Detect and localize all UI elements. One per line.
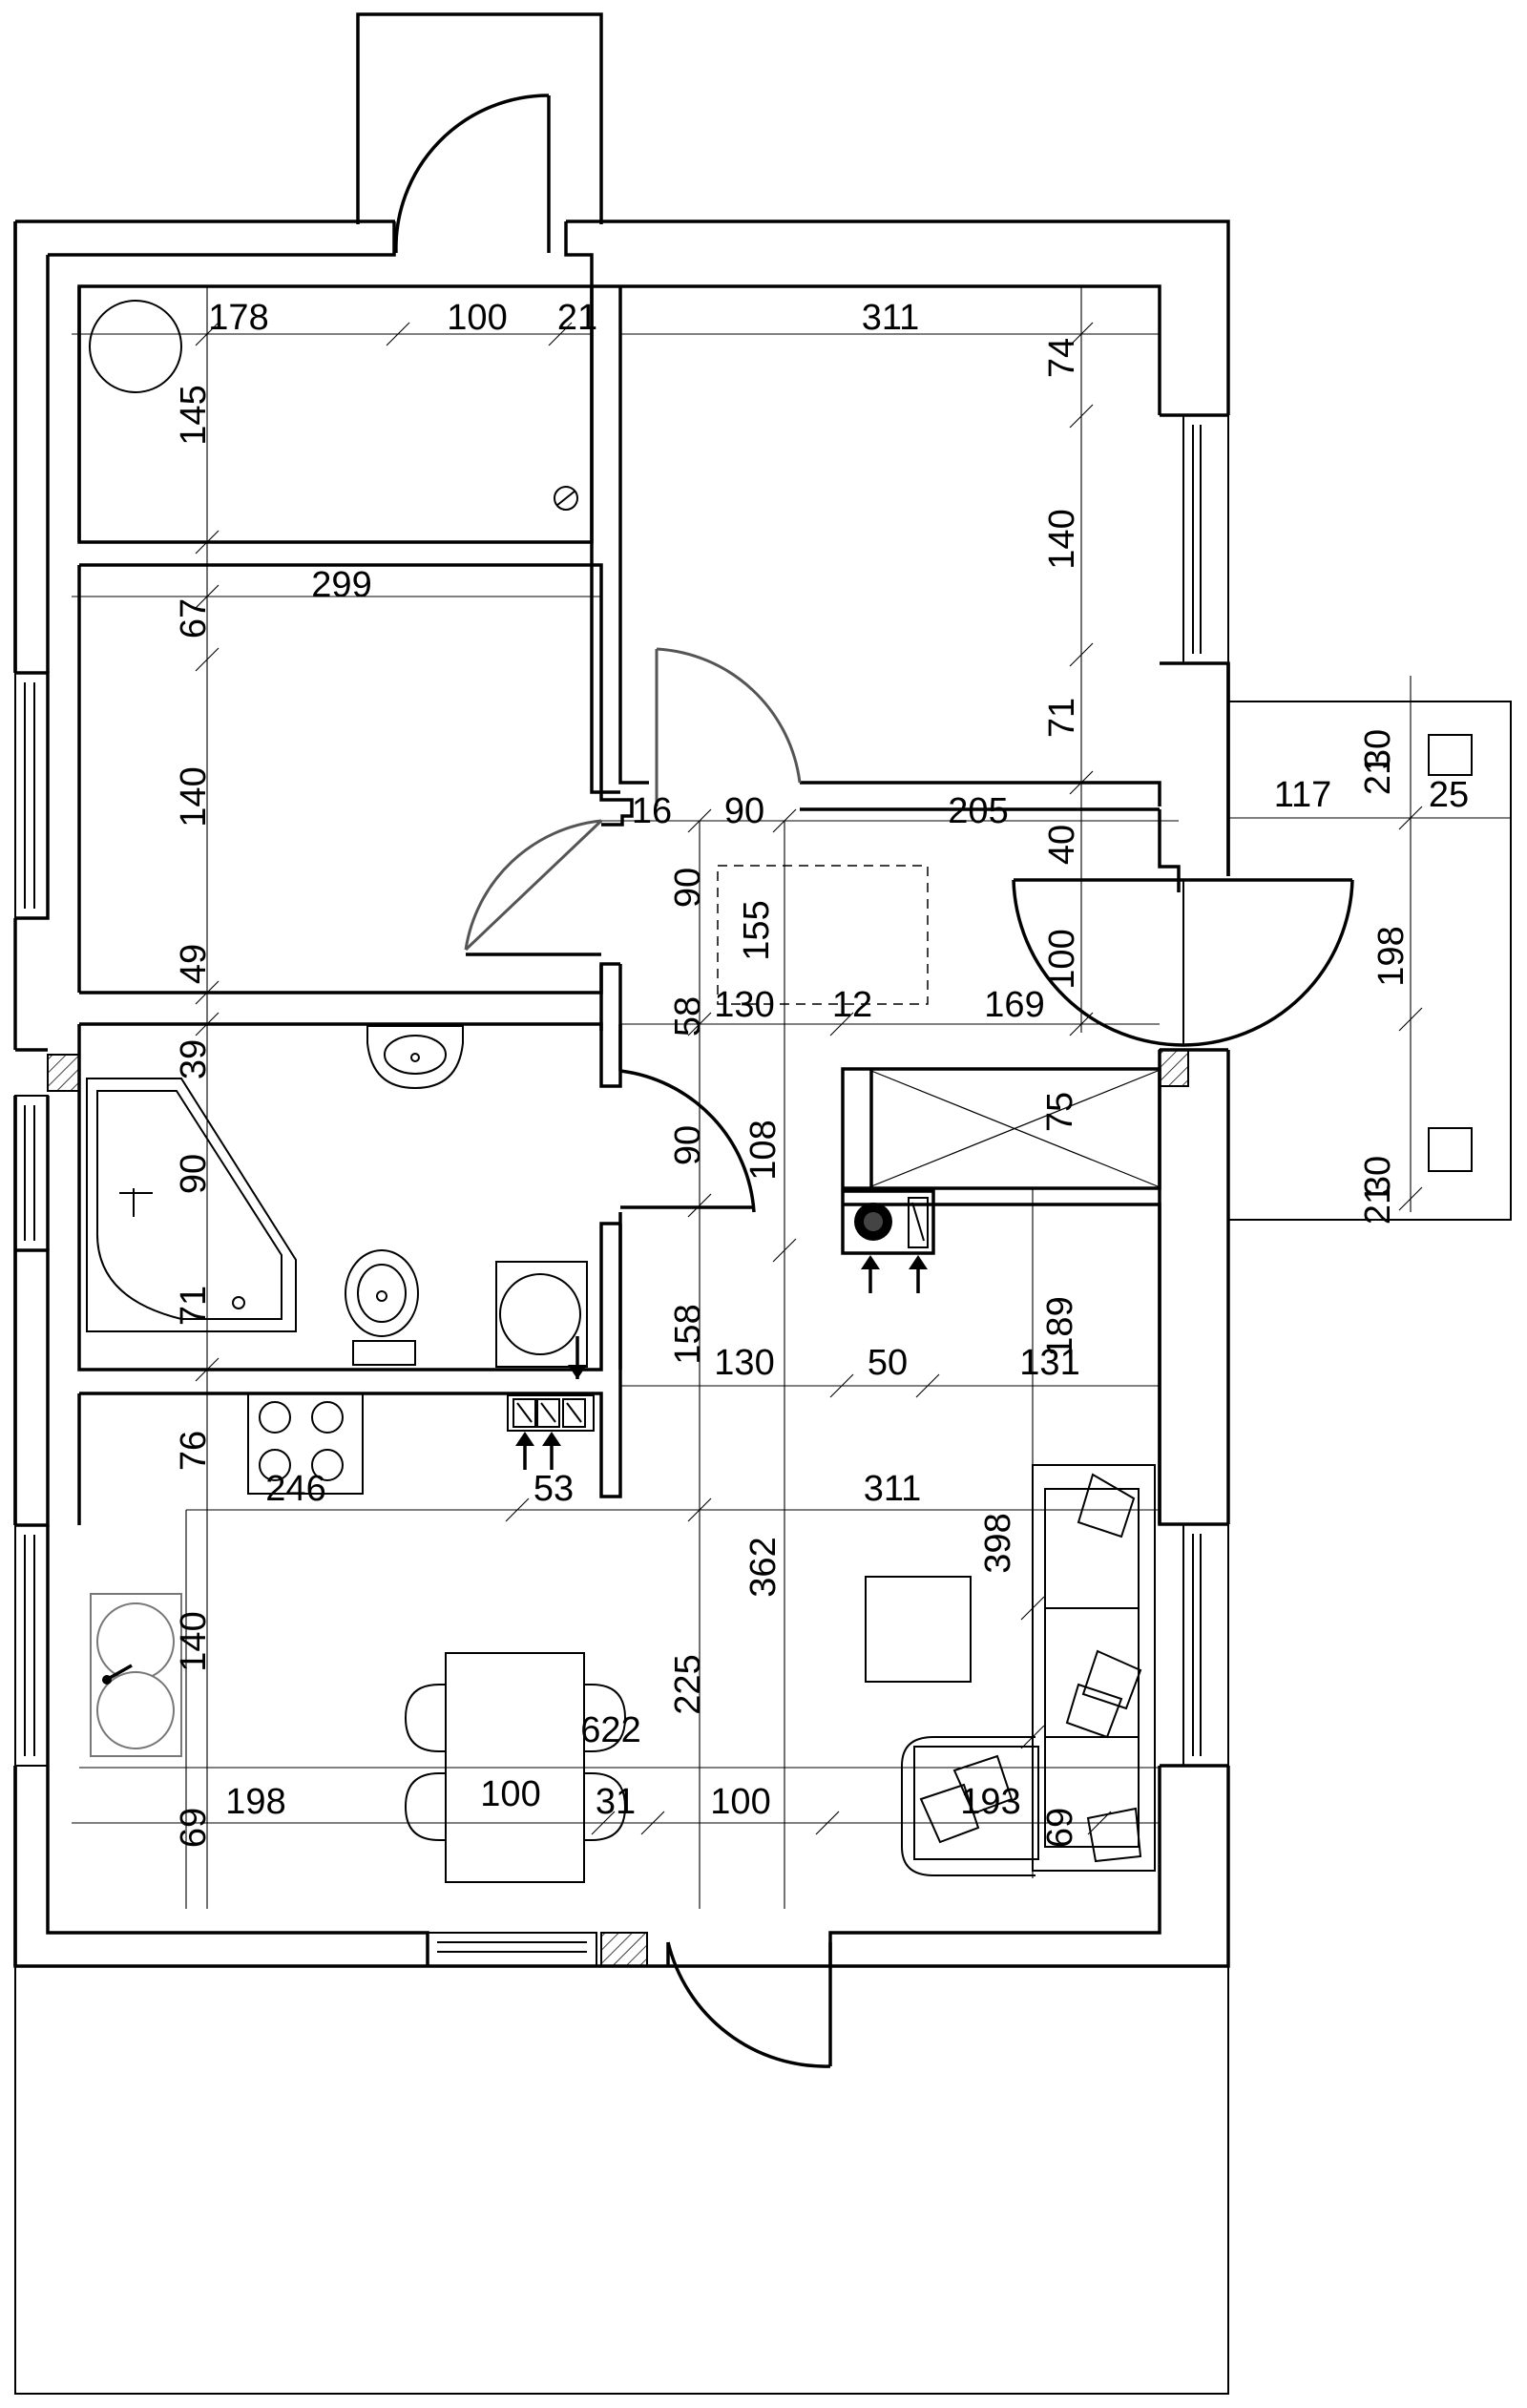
dimension-label: 108	[743, 1120, 784, 1180]
dimension-label: 71	[174, 1286, 214, 1326]
dimension-label: 69	[1040, 1808, 1080, 1848]
toilet	[345, 1249, 419, 1366]
bathtub	[86, 1078, 297, 1332]
doors	[394, 94, 1354, 2068]
dimension-label: 71	[1042, 698, 1082, 738]
door-balcony	[1012, 878, 1354, 1047]
dimension-label: 362	[743, 1537, 784, 1597]
round-fixture-top-left	[89, 300, 182, 393]
windows	[14, 414, 1229, 1967]
cooktop-small	[247, 1392, 364, 1495]
washing-machine	[495, 1261, 588, 1368]
sofa	[901, 1464, 1156, 1876]
window-bottom	[427, 1932, 597, 1967]
door-bathroom	[619, 1069, 756, 1213]
dimension-label: 53	[533, 1469, 574, 1509]
dimension-label: 117	[1274, 775, 1332, 815]
dimension-label: 130	[714, 985, 774, 1025]
window-left-3	[14, 1524, 49, 1767]
dimension-label: 75	[1040, 1092, 1080, 1132]
dimension-label: 311	[862, 298, 920, 338]
dimension-label: 90	[724, 791, 764, 831]
dimension-label: 246	[265, 1469, 325, 1509]
dimension-label: 225	[668, 1654, 708, 1714]
dimension-label: 12	[832, 985, 872, 1025]
door-entrance-top	[394, 94, 551, 254]
dimension-label: 31	[596, 1782, 636, 1822]
dimension-label: 90	[174, 1154, 214, 1194]
dimension-labels: 178 100 21 311 74 145 299 67 140 140 71 49 16 90 205 40…	[174, 298, 1469, 1848]
dimension-label: 140	[174, 1611, 214, 1671]
dimension-label: 90	[668, 868, 708, 908]
dimension-label: 100	[1042, 929, 1082, 989]
window-top-right	[1182, 414, 1229, 664]
dimension-label: 140	[1042, 509, 1082, 569]
dimension-label: 198	[225, 1782, 285, 1822]
interior-walls	[77, 284, 1181, 1525]
dimension-label: 169	[984, 985, 1044, 1025]
dimension-label: 193	[960, 1782, 1020, 1822]
fixtures	[86, 300, 1473, 1883]
door-room-left	[464, 819, 603, 956]
window-left-2	[14, 1095, 49, 1251]
coffee-table	[865, 1576, 972, 1683]
dimension-label: 130	[714, 1343, 774, 1383]
hatched-posts	[47, 1049, 1189, 1967]
dimension-label: 100	[447, 298, 507, 338]
dimension-label: 74	[1042, 338, 1082, 378]
dimension-label: 398	[978, 1513, 1018, 1573]
balcony-planters	[1428, 734, 1473, 1172]
dimension-label: 155	[737, 900, 777, 960]
kitchen-cabinet-crossed	[870, 1070, 1159, 1187]
dimension-label: 198	[1371, 926, 1412, 986]
dimension-label: 131	[1019, 1343, 1079, 1383]
dimension-label: 311	[864, 1469, 922, 1509]
door-bedroom	[655, 647, 802, 806]
dimension-label: 145	[174, 385, 214, 445]
dimension-label: 140	[174, 766, 214, 827]
dimension-label: 50	[868, 1343, 908, 1383]
window-left-1	[14, 672, 49, 919]
washbasin	[366, 1025, 464, 1090]
boiler-symbol	[554, 486, 578, 511]
dimension-label: 21	[1358, 755, 1398, 795]
dashed-wardrobe	[717, 865, 929, 1005]
dimension-label: 69	[174, 1808, 214, 1848]
dimension-label: 39	[174, 1039, 214, 1079]
dimension-label: 67	[174, 598, 214, 639]
dimension-label: 21	[1358, 1184, 1398, 1225]
dimension-label: 90	[668, 1125, 708, 1165]
heater-units-bathroom	[507, 1336, 595, 1470]
dimension-label: 299	[311, 565, 371, 605]
dimension-label: 49	[174, 944, 214, 984]
dimension-label: 21	[557, 298, 597, 338]
dimension-label: 40	[1042, 825, 1082, 865]
dimension-label: 100	[480, 1774, 540, 1814]
dimension-label: 100	[710, 1782, 770, 1822]
dimension-label: 76	[174, 1431, 214, 1471]
dimension-label: 178	[208, 298, 268, 338]
dimension-label: 205	[948, 791, 1008, 831]
dimension-label: 25	[1429, 775, 1469, 815]
dimension-label: 30	[1358, 1156, 1398, 1196]
stove-unit	[841, 1189, 935, 1293]
double-sink	[90, 1593, 182, 1757]
dimension-label: 622	[580, 1710, 640, 1750]
dimension-label: 16	[632, 791, 672, 831]
dimension-label: 189	[1040, 1296, 1080, 1356]
dimension-label: 158	[668, 1304, 708, 1364]
dimension-lines	[72, 286, 1511, 1909]
window-right-2	[1182, 1523, 1229, 1767]
exterior-walls	[13, 12, 1512, 2395]
dimension-label: 58	[668, 996, 708, 1036]
dimension-label: 30	[1358, 729, 1398, 769]
door-bottom	[666, 1941, 832, 2068]
